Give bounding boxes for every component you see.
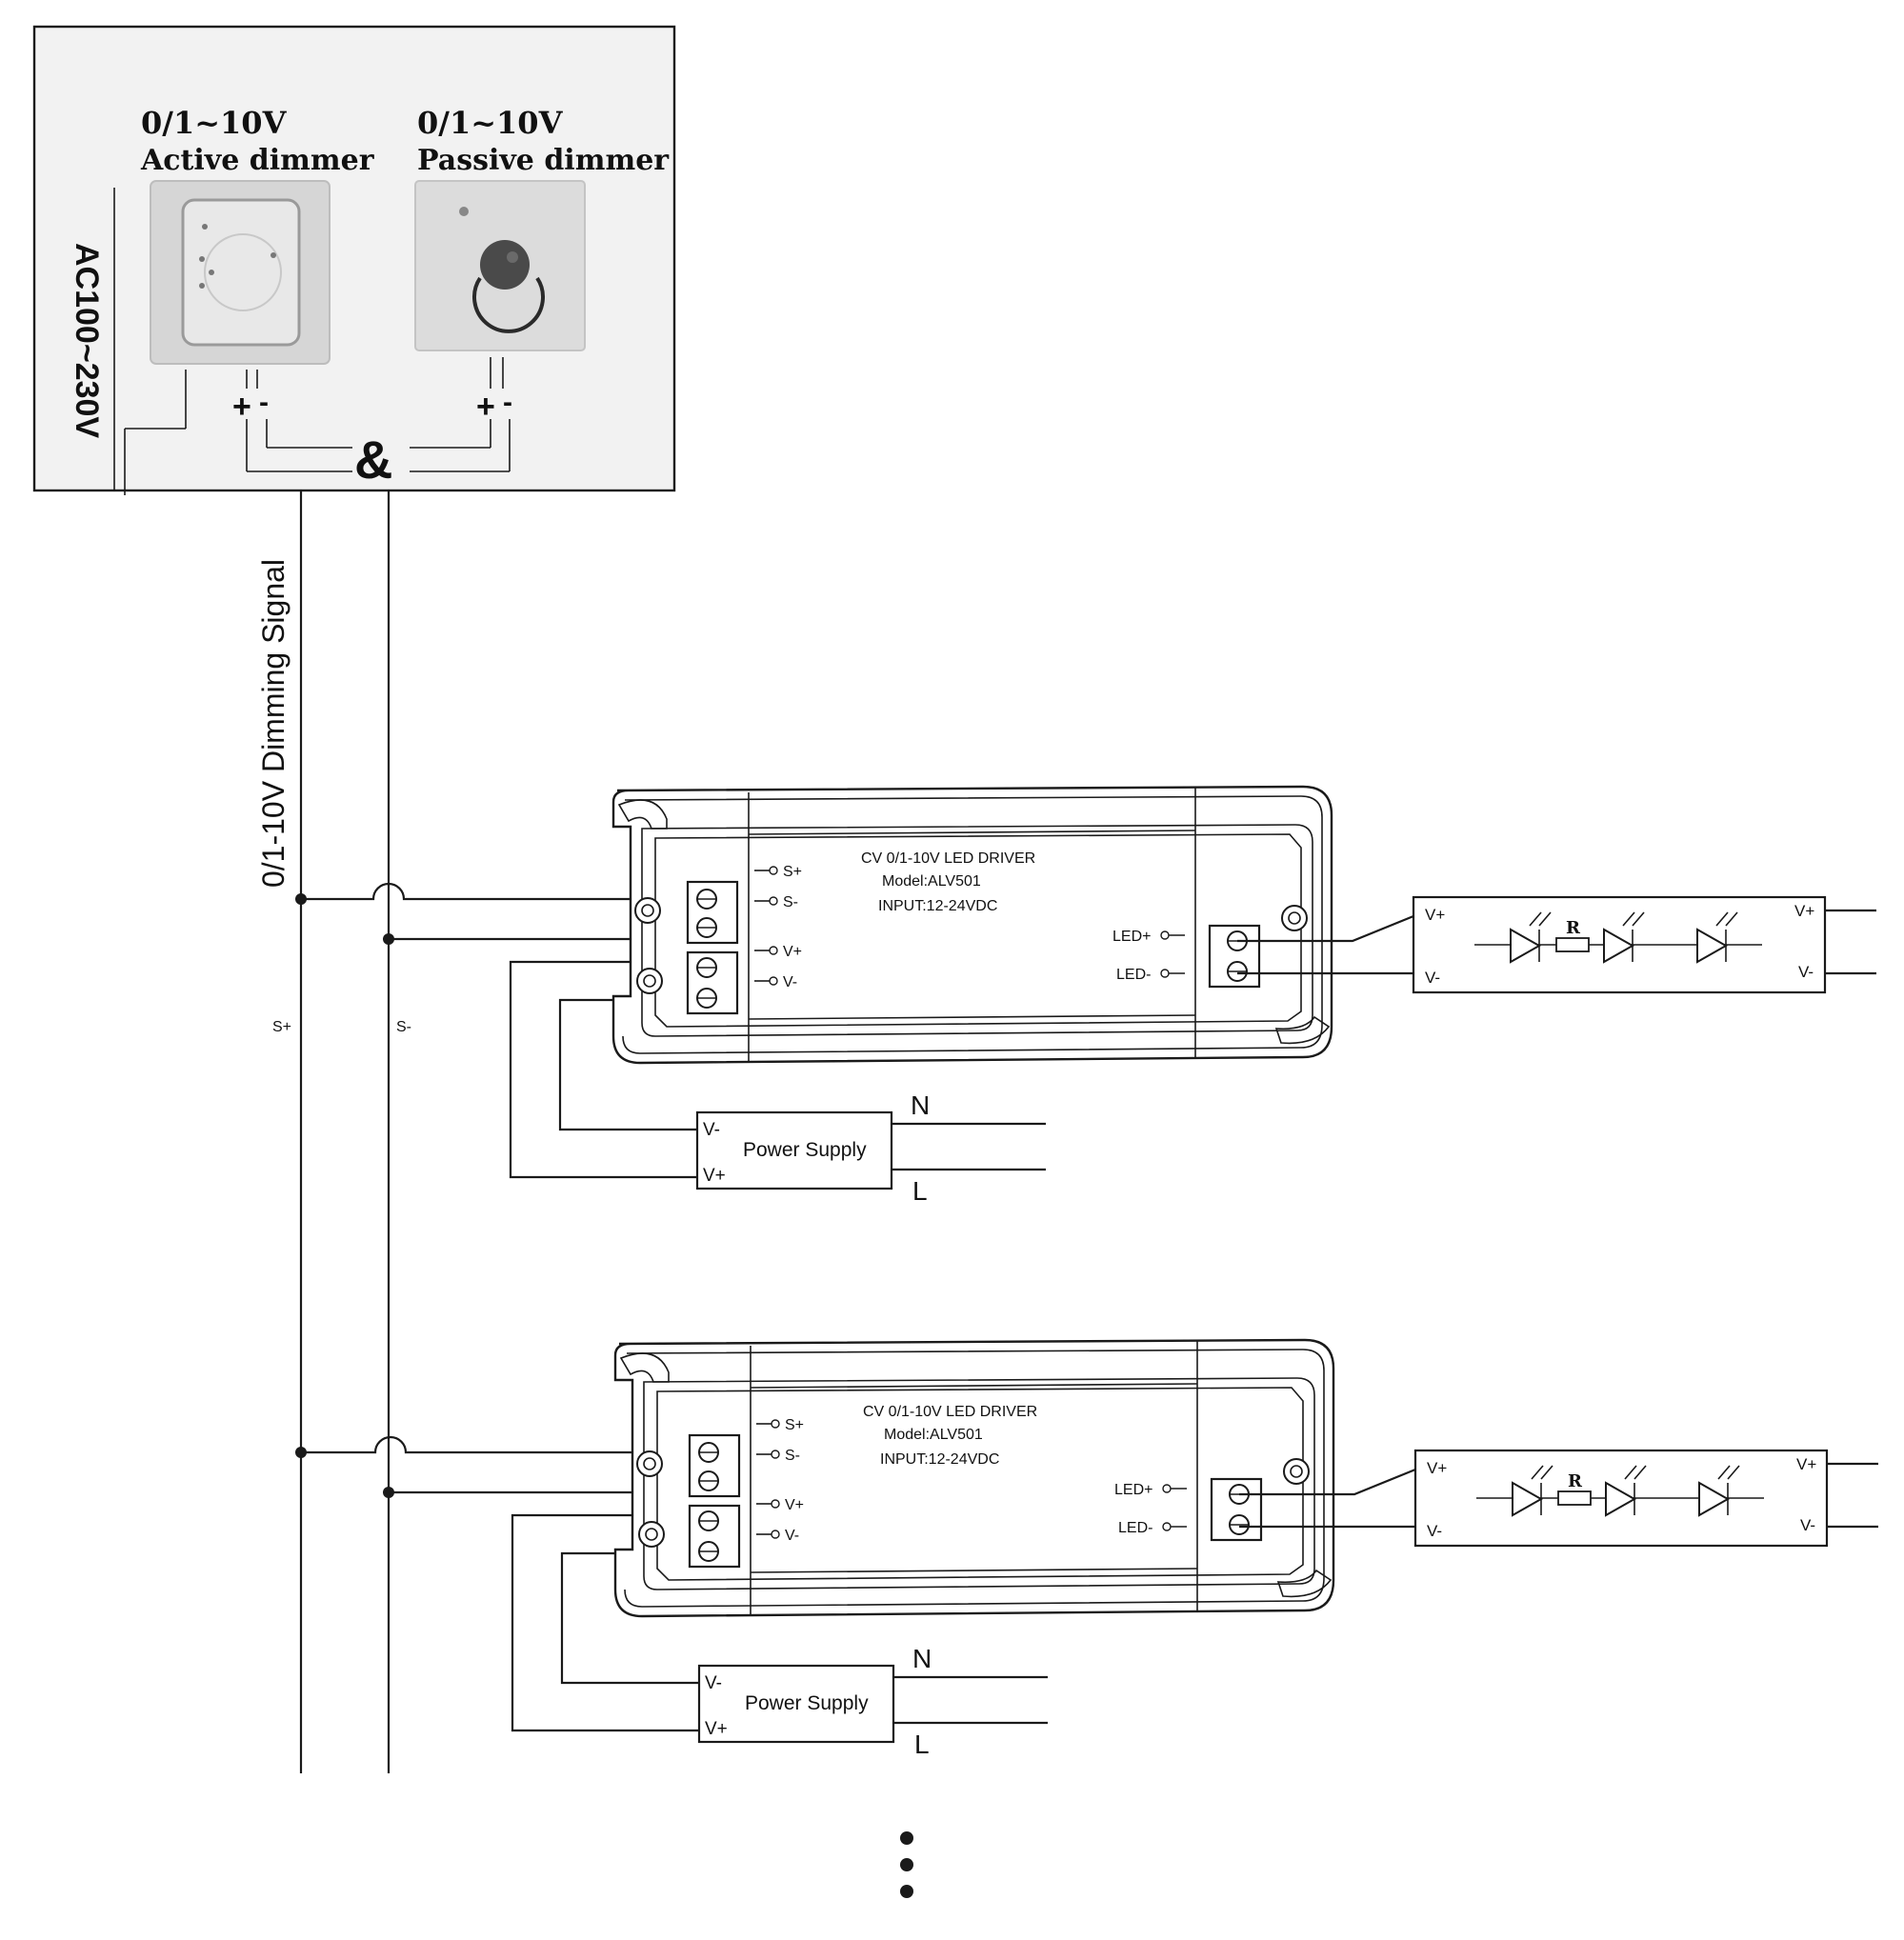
signal-bus: 0/1-10V Dimming Signal S+ S- (256, 490, 411, 1773)
led-strip-1: V+ V- V+ V- R (1412, 895, 1876, 994)
led-diode-icon (1698, 1465, 1740, 1517)
power-supply-1-v-plus: V+ (703, 1166, 726, 1186)
driver-2-title: CV 0/1-10V LED DRIVER (863, 1404, 1037, 1420)
driver-2-led-minus: LED- (1118, 1520, 1152, 1536)
driver-1-input: INPUT:12-24VDC (878, 898, 997, 914)
driver-1-led-plus: LED+ (1112, 929, 1151, 945)
led-diode-icon (1603, 911, 1645, 964)
led-strip-1-v-plus-out: V+ (1794, 902, 1814, 920)
driver-2-s-plus: S+ (785, 1417, 804, 1433)
led-strip-2: V+ V- V+ V- R (1413, 1449, 1878, 1548)
led-strip-2-v-minus-out: V- (1800, 1516, 1815, 1534)
dimmer-panel: 0/1~10V Active dimmer 0/1~10V Passive di… (32, 25, 676, 495)
power-supply-2-v-minus: V- (705, 1673, 722, 1693)
passive-dimmer-range: 0/1~10V (417, 105, 564, 141)
active-dimmer-plus: + (232, 389, 251, 425)
bus-s-minus-label: S- (396, 1019, 411, 1035)
led-strip-1-v-minus-in: V- (1425, 969, 1440, 987)
driver-2-model: Model:ALV501 (884, 1427, 983, 1443)
led-strip-2-resistor: R (1568, 1471, 1583, 1491)
led-driver-1: S+ S- V+ V- CV 0/1-10V LED DRIVER Model:… (611, 785, 1333, 1065)
driver-2-led-plus: LED+ (1114, 1482, 1152, 1498)
led-strip-1-v-minus-out: V- (1798, 963, 1814, 981)
led-strip-2-v-minus-in: V- (1427, 1522, 1442, 1540)
power-supply-2: Power Supply V- V+ N L (697, 1644, 1048, 1759)
led-strip-1-resistor: R (1566, 918, 1581, 938)
power-supply-1-v-minus: V- (703, 1120, 720, 1140)
driver-1-model: Model:ALV501 (882, 873, 981, 890)
passive-dimmer-name: Passive dimmer (417, 144, 670, 177)
led-strip-2-v-plus-out: V+ (1796, 1455, 1816, 1473)
driver-unit-1: S+ S- V+ V- CV 0/1-10V LED DRIVER Model:… (301, 785, 1876, 1206)
passive-dimmer-plus: + (476, 389, 495, 425)
driver-2-input: INPUT:12-24VDC (880, 1451, 999, 1468)
mains-voltage-label: AC100~230V (69, 243, 105, 438)
active-dimmer-range: 0/1~10V (141, 105, 288, 141)
power-supply-2-n: N (912, 1644, 932, 1673)
driver-1-v-plus: V+ (783, 944, 802, 960)
driver-unit-2: S+ S- V+ V- CV 0/1-10V LED DRIVER Model:… (301, 1338, 1878, 1759)
led-driver-2: S+ S- V+ V- CV 0/1-10V LED DRIVER Model:… (613, 1338, 1335, 1618)
led-diode-icon (1605, 1465, 1647, 1517)
power-supply-1-l: L (912, 1176, 928, 1206)
resistor-icon (1557, 1490, 1592, 1506)
resistor-icon (1555, 937, 1590, 952)
power-supply-1-label: Power Supply (743, 1139, 867, 1161)
driver-1-s-minus: S- (783, 894, 798, 910)
power-supply-2-label: Power Supply (745, 1692, 869, 1714)
active-dimmer-name: Active dimmer (140, 144, 375, 177)
continuation-dots (900, 1831, 913, 1898)
led-diode-icon (1510, 911, 1552, 964)
driver-2-s-minus: S- (785, 1448, 800, 1464)
driver-1-title: CV 0/1-10V LED DRIVER (861, 850, 1035, 867)
power-supply-2-l: L (914, 1730, 930, 1759)
driver-1-v-minus: V- (783, 974, 797, 990)
passive-dimmer-minus: - (503, 387, 512, 418)
led-strip-1-v-plus-in: V+ (1425, 906, 1445, 924)
active-dimmer-minus: - (259, 387, 269, 418)
passive-dimmer-image (414, 180, 586, 351)
led-strip-2-v-plus-in: V+ (1427, 1459, 1447, 1477)
active-dimmer-image (150, 180, 331, 365)
bus-s-plus-label: S+ (272, 1019, 291, 1035)
led-diode-icon (1696, 911, 1738, 964)
driver-1-led-minus: LED- (1116, 967, 1151, 983)
driver-1-s-plus: S+ (783, 864, 802, 880)
power-supply-1: Power Supply V- V+ N L (695, 1090, 1046, 1206)
driver-2-v-minus: V- (785, 1528, 799, 1544)
led-diode-icon (1512, 1465, 1553, 1517)
power-supply-1-n: N (911, 1090, 930, 1120)
dimming-signal-label: 0/1-10V Dimming Signal (256, 559, 291, 888)
power-supply-2-v-plus: V+ (705, 1719, 728, 1739)
ampersand-symbol: & (354, 430, 392, 490)
driver-2-v-plus: V+ (785, 1497, 804, 1513)
